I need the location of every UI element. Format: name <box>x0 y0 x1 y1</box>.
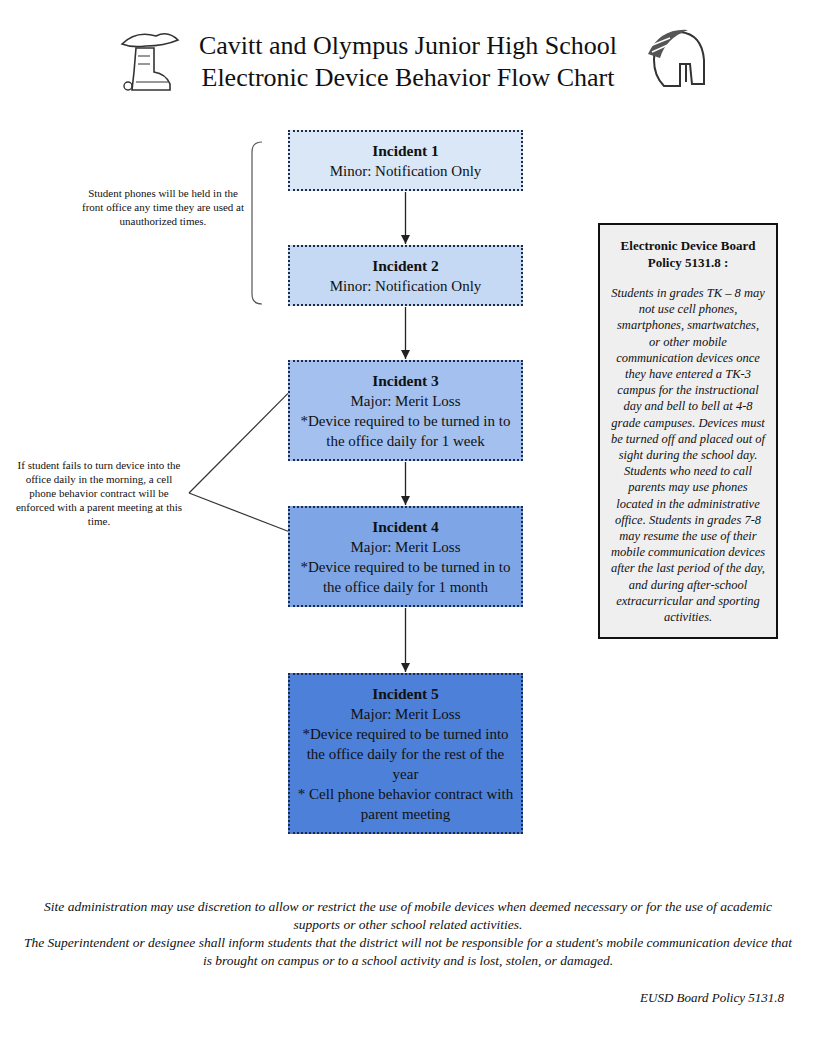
box-text: Students in grades TK – 8 may not use ce… <box>610 285 766 625</box>
flow-arrow <box>405 608 406 672</box>
footer-notes: Site administration may use discretion t… <box>20 898 796 970</box>
policy-box: Electronic Device Board Policy 5131.8 : S… <box>598 223 778 639</box>
leader-line <box>189 393 288 493</box>
box-text: Major: Merit Loss <box>297 537 514 557</box>
flow-arrow <box>405 192 406 244</box>
incident-box: Incident 4Major: Merit Loss*Device requi… <box>288 506 523 607</box>
box-text: * Cell phone behavior contract with pare… <box>297 784 514 824</box>
box-text: *Device required to be turned in to the … <box>297 557 514 597</box>
boot-icon <box>116 26 182 94</box>
side-note: If student fails to turn device into the… <box>12 458 186 528</box>
box-heading: Incident 3 <box>297 370 514 391</box>
box-text: Major: Merit Loss <box>297 391 514 411</box>
box-heading: Incident 4 <box>297 516 514 537</box>
flow-arrow <box>405 307 406 359</box>
footer-note: The Superintendent or designee shall inf… <box>20 934 796 970</box>
box-text: Major: Merit Loss <box>297 704 514 724</box>
box-text: *Device required to be turned into the o… <box>297 724 514 784</box>
incident-box: Incident 3Major: Merit Loss*Device requi… <box>288 360 523 461</box>
box-heading: Electronic Device Board Policy 5131.8 : <box>610 237 766 271</box>
box-text: Minor: Notification Only <box>297 161 514 181</box>
box-heading: Incident 5 <box>297 683 514 704</box>
box-heading: Incident 2 <box>297 255 514 276</box>
footer-note: Site administration may use discretion t… <box>20 898 796 934</box>
flow-arrow <box>405 462 406 505</box>
curly-bracket <box>252 142 262 304</box>
box-heading: Incident 1 <box>297 140 514 161</box>
source-note: EUSD Board Policy 5131.8 <box>640 990 784 1006</box>
spartan-helmet-icon <box>640 24 712 94</box>
leader-line <box>189 493 288 531</box>
incident-box: Incident 5Major: Merit Loss*Device requi… <box>288 673 523 834</box>
box-text: Minor: Notification Only <box>297 276 514 296</box>
incident-box: Incident 1Minor: Notification Only <box>288 130 523 191</box>
box-text: *Device required to be turned in to the … <box>297 411 514 451</box>
incident-box: Incident 2Minor: Notification Only <box>288 245 523 306</box>
side-note: Student phones will be held in the front… <box>80 186 246 228</box>
chart-title: Cavitt and Olympus Junior High School El… <box>168 30 648 94</box>
